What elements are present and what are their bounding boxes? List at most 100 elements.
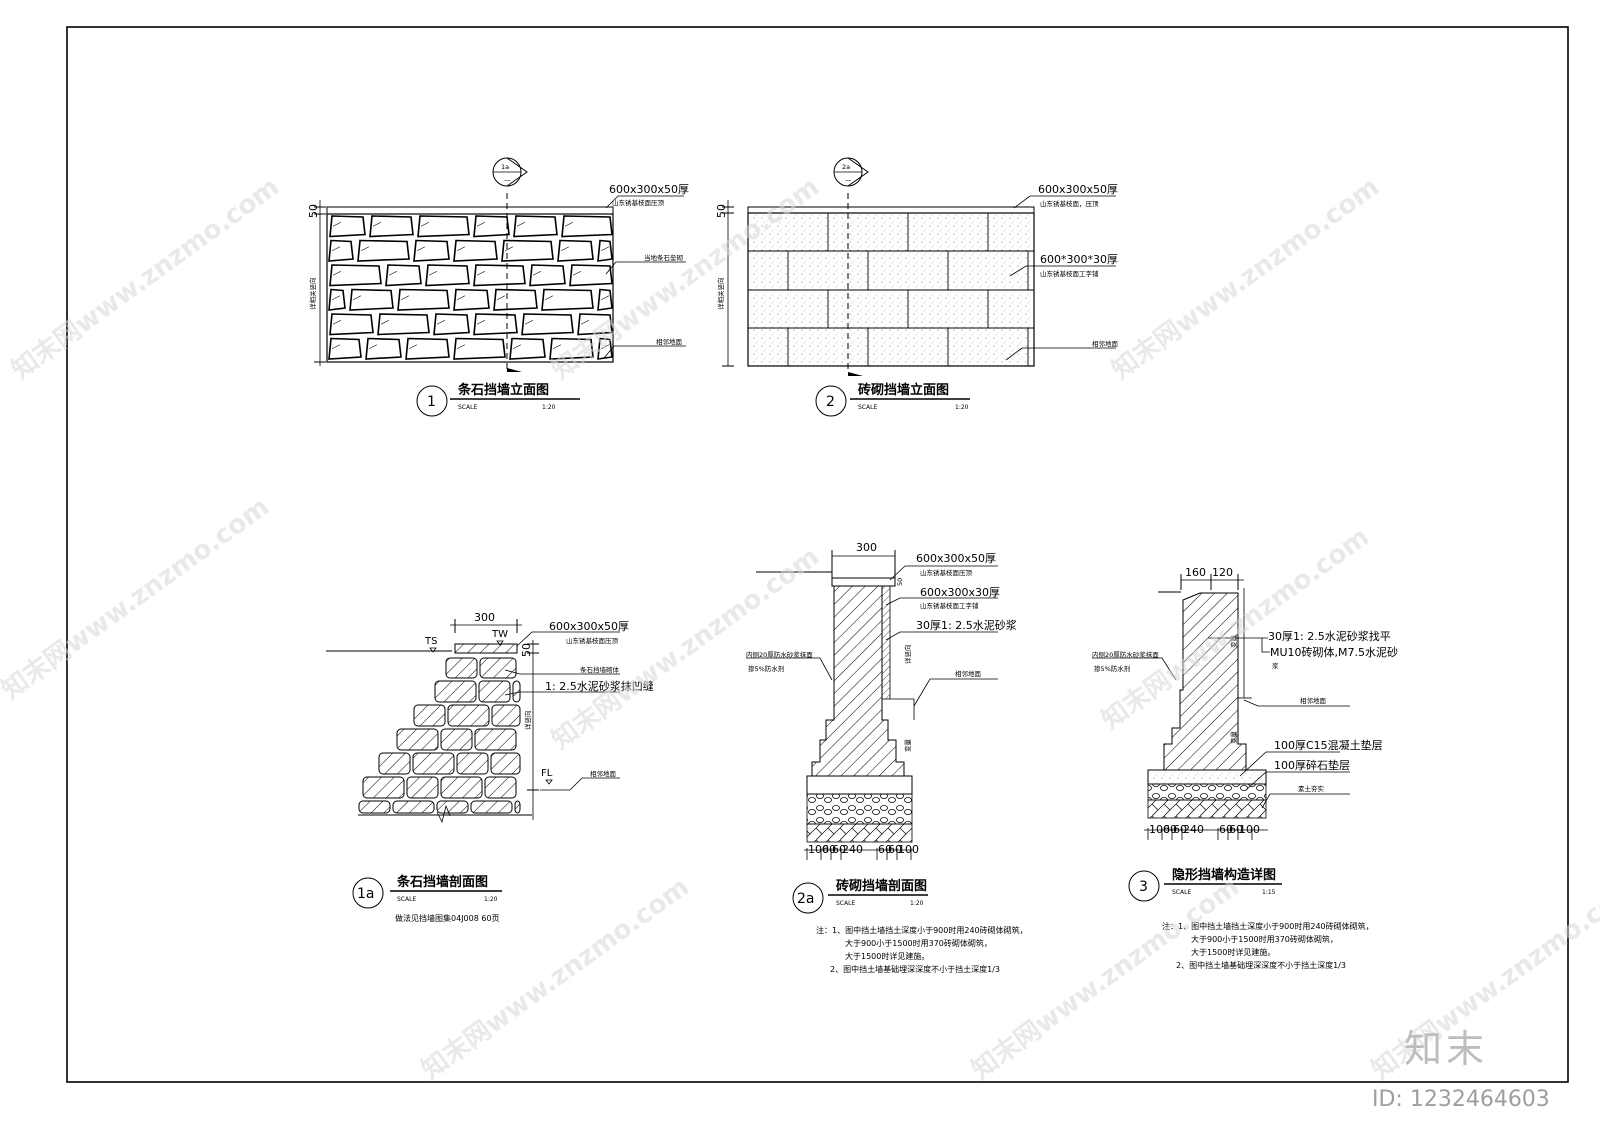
svg-text:知末网www.znzmo.com: 知末网www.znzmo.com [1106,172,1384,386]
brand-logo: 知末 [1404,1027,1488,1071]
drawing-number-circle [1128,870,1160,902]
callout-coping: 600x300x50厚 [916,552,996,565]
stone-block [433,313,470,336]
dimension-value: 60 [1173,823,1187,836]
stone-block [513,215,558,238]
callout-facing: 600*300*30厚 [1040,253,1118,266]
vertical-label-1: 变量 [1229,635,1238,649]
stone-block [490,752,521,775]
dim-top: 300 [856,541,877,554]
drawing-number-circle [815,385,847,417]
stone-block [491,704,521,727]
stone-block [329,215,366,238]
stone-block [434,680,477,703]
stone-block [377,313,430,336]
vertical-label: 详竖向 [523,711,532,731]
svg-text:—: — [504,176,511,184]
dimension-value: 240 [1183,823,1204,836]
vertical-label-2: 变量 [1229,731,1238,745]
stone-block [484,776,517,799]
image-id: ID: 1232464603 [1372,1087,1550,1112]
callout-ground: 相邻地面 [955,669,982,678]
svg-text:知末网www.znzmo.com: 知末网www.znzmo.com [0,492,275,706]
svg-text:知末网www.znzmo.com: 知末网www.znzmo.com [416,872,694,1086]
note-line-3: 大于1500时详见建施。 [1191,947,1275,957]
vertical-label-1: 详竖向 [903,645,912,665]
brick-wall-body [747,212,1035,367]
level-ts: TS [424,636,437,647]
callout-waterproof-sub: 掺5%防水剂 [748,664,784,673]
stone-block [493,288,538,311]
scale-label: SCALE [836,900,855,907]
stone-block [369,215,414,238]
stone-block [453,288,490,311]
dimension-value: 240 [842,843,863,856]
dim-top-50: 50 [715,204,728,218]
stone-block [478,680,511,703]
callout-facing-sub: 山东锈基枝面工字铺 [920,601,979,610]
callout-facing: 600x300x30厚 [920,586,1000,599]
callout-waterproof: 内侧20厚防水砂浆抹面 [746,650,813,659]
level-tw: TW [491,629,508,640]
drawing-number-circle [792,882,824,914]
stone-block [365,337,402,360]
scale-value: 1:20 [484,896,498,903]
tile-joints [748,213,1034,366]
callout-coping-sub: 山东锈基枝面压顶 [920,568,973,577]
wall-body [1163,592,1247,771]
callout-coping-sub: 山东锈基枝面，压顶 [1040,199,1099,208]
stone-block [328,288,346,311]
stone-block [514,800,521,814]
dimension-value: 60 [1163,823,1177,836]
drawing-1-stone-wall-elevation: 1a — 50 详相关竖向 600x300x50厚 山东锈基枝面压顶 当地条石垒… [307,157,689,417]
stone-block [557,239,594,262]
drawing-number-circle [352,877,384,909]
stone-block [569,264,613,287]
stone-block [529,264,566,287]
stone-block [362,776,405,799]
drawing-2a-brick-wall-section: 300 50 详竖向 变量 600x300x50厚 山东锈基枝面压顶 600x3… [746,541,1028,974]
stone-block [597,337,613,360]
stone-block [541,288,594,311]
callout-ground: 相邻地面 [1300,696,1327,705]
callout-waterproof: 内侧20厚防水砂浆抹面 [1092,650,1159,659]
soil-bed [1147,799,1267,819]
stone-block [412,752,455,775]
concrete-pad [1147,769,1267,785]
stone-block [358,800,391,814]
stone-courses [328,215,613,360]
stone-block [396,728,439,751]
drawing-title: 条石挡墙剖面图 [397,874,488,890]
stone-block [397,288,450,311]
callout-screed: 30厚1: 2.5水泥砂浆找平 [1268,629,1391,643]
note-line-1: 注：1、图中挡土墙挡土深度小于900时用240砖砌体砌筑， [816,925,1028,935]
callout-ground: 相邻地面 [656,337,683,346]
callout-masonry: 条石挡墙砌体 [580,665,620,674]
callout-concrete: 100厚C15混凝土垫层 [1274,738,1383,752]
drawing-title: 砖砌挡墙剖面图 [836,878,927,894]
coping-stone [454,643,518,654]
scale-value: 1:20 [910,900,924,907]
stone-block [549,337,594,360]
drawing-number: 1a [357,886,375,902]
stone-block [357,239,410,262]
stone-block [406,776,439,799]
dimension-value: 60 [832,843,846,856]
drawing-number-circle [416,385,448,417]
drawing-title: 条石挡墙立面图 [458,382,549,398]
stone-block [597,239,613,262]
stone-block [521,313,574,336]
stone-block [597,288,613,311]
callout-brick-cont: 浆 [1272,661,1279,670]
stone-block [473,313,518,336]
stone-block [453,239,498,262]
stone-block [329,264,382,287]
stone-block [328,239,354,262]
stone-block [473,215,510,238]
scale-value: 1:20 [955,404,969,411]
stone-block [447,704,490,727]
callout-ground: 相邻地面 [590,769,617,778]
callout-coping: 600x300x50厚 [1038,183,1118,196]
